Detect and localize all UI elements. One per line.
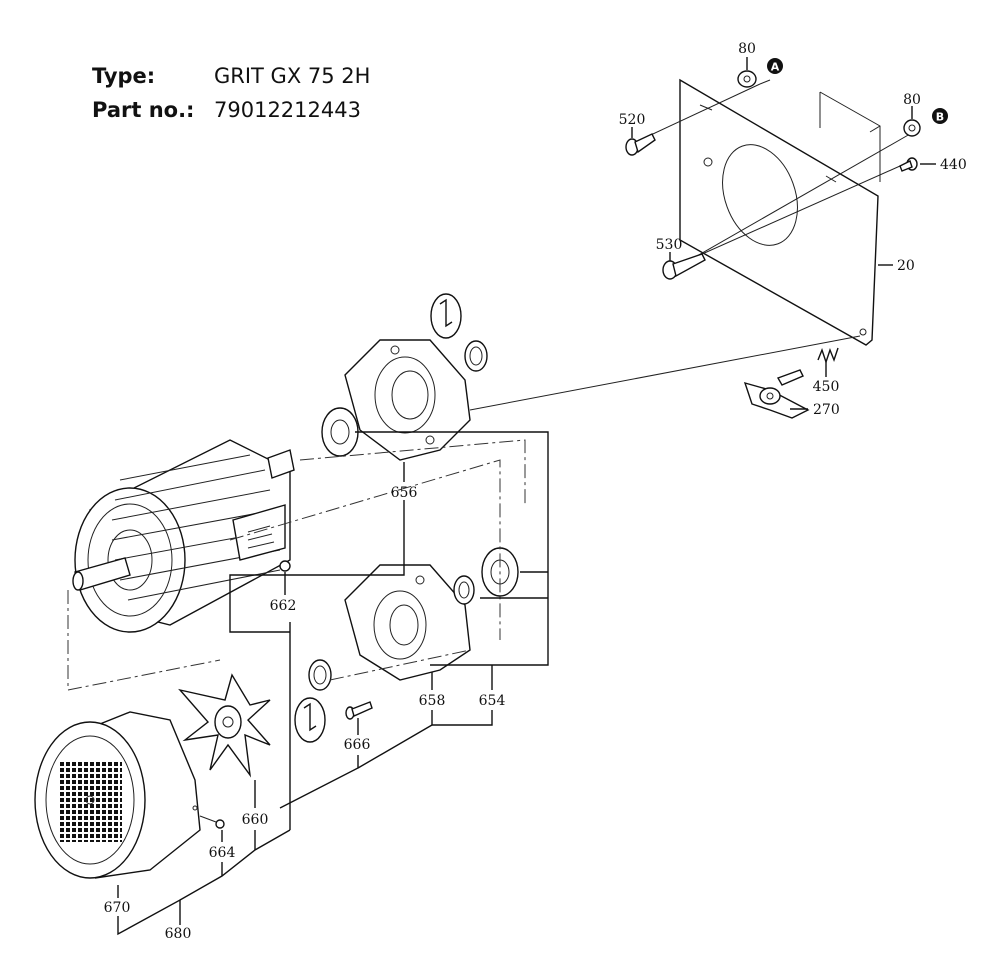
end-shield-658	[344, 564, 471, 681]
label-520: 520	[619, 112, 646, 128]
label-664: 664	[209, 845, 236, 861]
washer-80-b	[903, 119, 921, 137]
mounting-plate	[679, 78, 881, 346]
label-656: 656	[391, 485, 418, 501]
bearing-upper	[321, 407, 359, 457]
marker-b-text: B	[936, 111, 944, 124]
screw-664	[199, 815, 225, 829]
label-666: 666	[344, 737, 371, 753]
screw-666	[345, 701, 373, 720]
ring-front	[308, 659, 332, 691]
label-270: 270	[813, 402, 840, 418]
knob-270	[743, 369, 810, 419]
label-680: 680	[165, 926, 192, 942]
screw-520	[625, 133, 656, 156]
dashed-lines	[67, 439, 526, 691]
label-670: 670	[104, 900, 131, 916]
marker-a-icon: A	[767, 58, 783, 74]
screw-530	[662, 253, 706, 280]
fan-660	[178, 673, 271, 778]
part-no-row: Part no.: 79012212443	[92, 98, 370, 132]
wave-washer-upper-icon	[430, 293, 462, 339]
ring-upper	[464, 340, 488, 372]
label-20: 20	[897, 258, 915, 274]
type-row: Type: GRIT GX 75 2H	[92, 64, 370, 98]
label-80-a: 80	[738, 41, 756, 57]
wave-washer-lower-icon	[294, 697, 326, 743]
screw-440	[899, 157, 918, 172]
part-labels: 80 80 520 440 530 20 450 270 656 662 658…	[104, 41, 967, 942]
label-660: 660	[242, 812, 269, 828]
spring-450	[817, 347, 839, 365]
label-450: 450	[813, 379, 840, 395]
title-block: Type: GRIT GX 75 2H Part no.: 7901221244…	[92, 64, 370, 132]
washer-80-a	[737, 70, 757, 88]
label-80-b: 80	[903, 92, 921, 108]
label-658: 658	[419, 693, 446, 709]
end-shield-656	[344, 339, 471, 461]
fan-cover-670	[34, 711, 201, 879]
assembly-axis-lines	[469, 79, 911, 411]
motor-stator	[72, 439, 295, 633]
part-no-label: Part no.:	[92, 98, 195, 122]
label-654: 654	[479, 693, 506, 709]
label-440: 440	[940, 157, 967, 173]
label-662: 662	[270, 598, 297, 614]
marker-a-text: A	[771, 61, 780, 74]
leader-lines	[117, 57, 936, 936]
ring-lower	[453, 575, 475, 605]
part-no-value: 79012212443	[214, 98, 361, 122]
marker-b-icon: B	[932, 108, 948, 124]
label-530: 530	[656, 237, 683, 253]
type-label: Type:	[92, 64, 156, 88]
type-value: GRIT GX 75 2H	[214, 64, 371, 88]
